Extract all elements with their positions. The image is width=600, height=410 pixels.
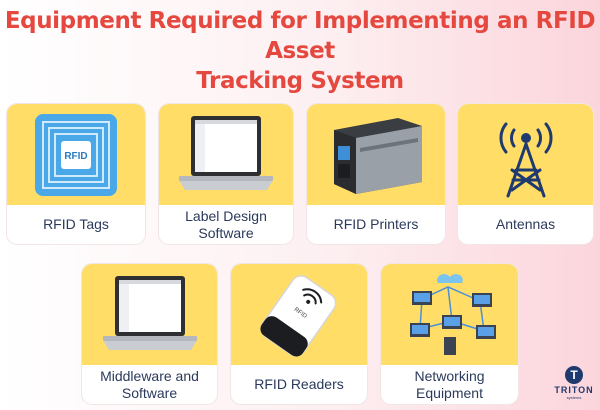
logo-wordmark: TRITON	[554, 385, 594, 395]
network-icon	[409, 273, 496, 355]
card-antennas: Antennas	[458, 104, 593, 244]
card-label-design-software: Label Design Software	[159, 104, 293, 244]
page-title: Equipment Required for Implementing an R…	[0, 6, 600, 96]
card-label: RFID Printers	[333, 216, 419, 232]
title-line-2: Tracking System	[196, 68, 404, 94]
card-label: Middleware and Software	[100, 367, 199, 401]
card-image	[381, 264, 518, 365]
card-rfid-printers: RFID Printers	[307, 104, 445, 244]
card-image	[458, 104, 593, 205]
laptop-icon	[102, 275, 197, 350]
rfid-tag-text: RFID	[64, 151, 87, 162]
card-label: Label Design Software	[185, 207, 267, 241]
rfid-tag-icon: RFID	[35, 113, 117, 196]
card-image	[159, 104, 293, 205]
handheld-reader-icon: RFID	[260, 274, 337, 357]
card-label: Antennas	[495, 216, 556, 232]
card-rfid-tags: RFID RFID Tags	[7, 104, 145, 244]
title-line-1: Equipment Required for Implementing an R…	[4, 8, 596, 64]
triton-logo: T TRITON systems	[554, 366, 594, 404]
card-label: Networking Equipment	[414, 367, 485, 401]
card-image	[307, 104, 445, 205]
card-label: RFID Tags	[43, 216, 109, 232]
card-image	[82, 264, 217, 365]
card-rfid-readers: RFID RFID Readers	[231, 264, 367, 404]
card-image: RFID	[7, 104, 145, 205]
antenna-icon	[498, 122, 553, 197]
printer-icon	[334, 117, 422, 194]
card-networking-equipment: Networking Equipment	[381, 264, 518, 404]
logo-mark-icon: T	[565, 366, 583, 384]
laptop-icon	[179, 115, 273, 190]
card-image: RFID	[231, 264, 367, 365]
card-middleware-software: Middleware and Software	[82, 264, 217, 404]
logo-subtitle: systems	[566, 395, 582, 400]
card-label: RFID Readers	[254, 376, 344, 392]
